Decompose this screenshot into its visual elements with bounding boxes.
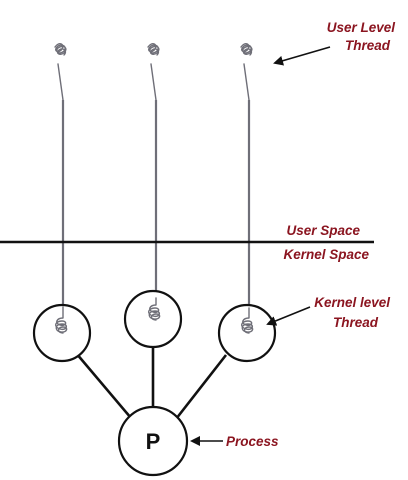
user-thread-1 <box>54 42 67 305</box>
thread-squiggle-icon <box>55 306 68 334</box>
process-node-label: P <box>146 429 161 454</box>
link-kernel-thread-3 <box>174 354 228 420</box>
user-level-thread-label-line1: User Level <box>327 20 396 35</box>
thread-squiggle-icon <box>148 297 161 321</box>
process-circle <box>117 405 189 477</box>
kernel-thread-3 <box>217 303 277 363</box>
kernel-level-thread-label-line2: Thread <box>333 315 379 330</box>
thread-squiggle-icon <box>54 42 67 101</box>
user-thread-3 <box>240 42 253 308</box>
arrow-left-icon <box>273 46 331 66</box>
link-kernel-thread-1 <box>75 352 132 419</box>
kernel-thread-2 <box>123 289 183 349</box>
kernel-space-label: Kernel Space <box>283 247 369 262</box>
thread-squiggle-icon <box>241 307 254 334</box>
process-label: Process <box>226 434 279 449</box>
process-node: P <box>117 405 189 477</box>
arrow-left-icon <box>266 306 311 326</box>
kernel-thread-1 <box>32 303 92 363</box>
kernel-level-thread-label-line1: Kernel level <box>314 295 390 310</box>
user-thread-2 <box>147 42 160 298</box>
user-space-label: User Space <box>286 223 360 238</box>
user-level-thread-label-line2: Thread <box>345 38 391 53</box>
thread-squiggle-icon <box>240 42 253 101</box>
thread-squiggle-icon <box>147 42 160 101</box>
